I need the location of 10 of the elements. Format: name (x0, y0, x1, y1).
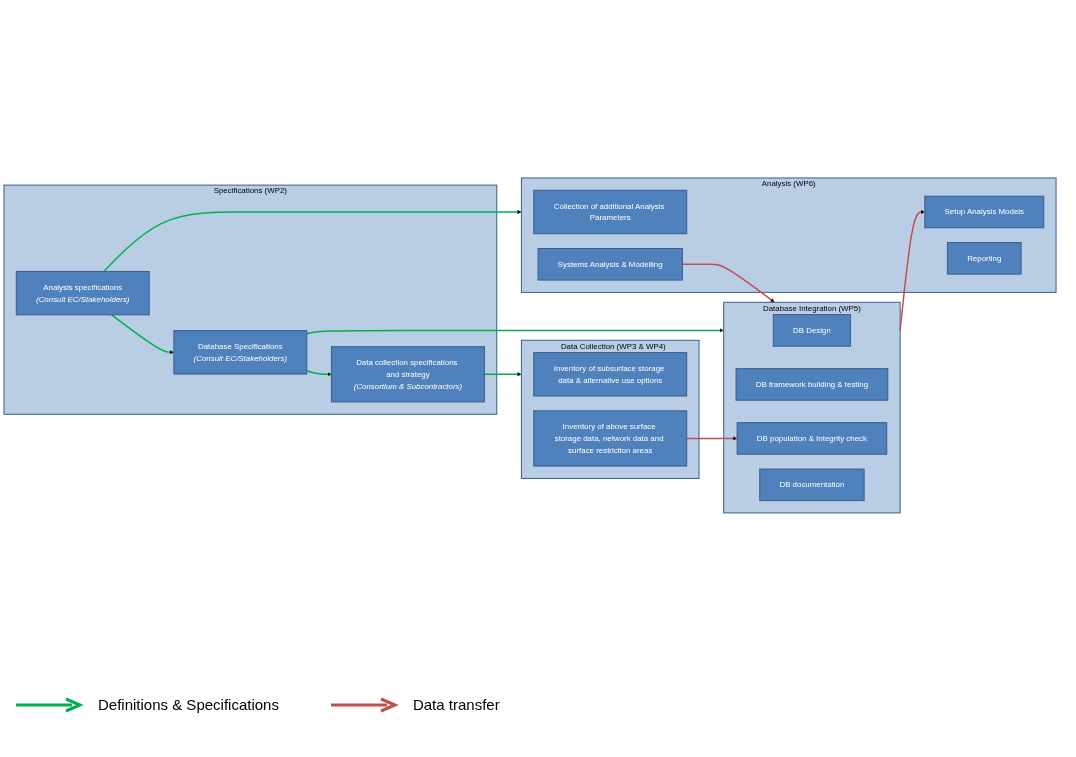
arrow (110, 313, 175, 355)
arrow (306, 327, 724, 335)
legend-label: Definitions & Specifications (98, 696, 279, 713)
legend-label: Data transfer (412, 696, 500, 713)
arrow (103, 209, 522, 272)
arrow (306, 369, 332, 377)
arrow (899, 209, 925, 331)
arrow (483, 371, 522, 377)
arrow (685, 435, 738, 441)
arrow (681, 263, 775, 302)
